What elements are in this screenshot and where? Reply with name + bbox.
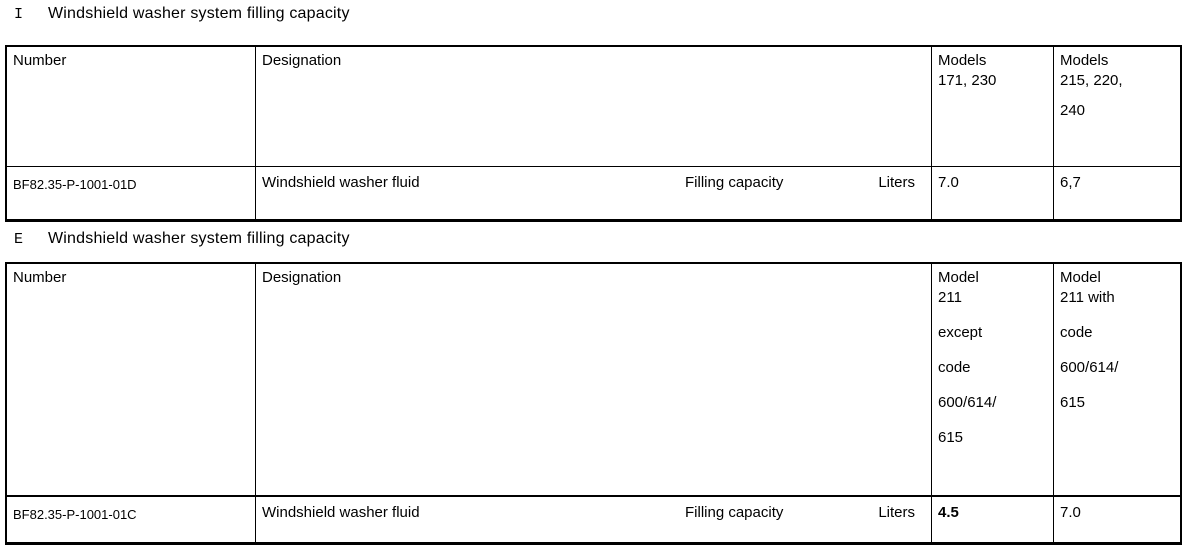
value-left-cell: 7.0 [932,167,1054,219]
header-line: Models [1060,52,1109,69]
header-line: 600/614/ [1060,359,1119,376]
capacity-value: 4.5 [938,504,959,521]
designation-cell: Windshield washer fluid Filling capacity… [256,497,932,542]
value-right-cell: 7.0 [1054,497,1180,542]
attribute-label: Filling capacity [685,174,784,191]
capacity-value: 7.0 [1060,504,1081,521]
part-number: BF82.35-P-1001-01C [13,507,137,522]
col-header-models-left: Model 211 except code 600/614/ 615 [932,264,1054,497]
col-header-number: Number [7,47,256,167]
header-label: Designation [262,52,342,69]
header-label: Designation [262,269,342,286]
section-title: Windshield washer system filling capacit… [48,5,350,22]
col-header-designation: Designation [256,264,932,497]
capacity-table: Number Designation Model 211 except code… [5,262,1182,545]
section-title: Windshield washer system filling capacit… [48,230,350,247]
attribute-label: Filling capacity [685,504,784,521]
value-right-cell: 6,7 [1054,167,1180,219]
header-line: except [938,324,983,341]
part-number-cell: BF82.35-P-1001-01D [7,167,256,219]
header-line: Models [938,52,987,69]
part-number: BF82.35-P-1001-01D [13,177,137,192]
capacity-value: 7.0 [938,174,959,191]
designation-text: Windshield washer fluid [262,174,420,191]
header-line: 171, 230 [938,72,997,89]
designation-cell: Windshield washer fluid Filling capacity… [256,167,932,219]
section-prefix: I [14,6,24,23]
col-header-designation: Designation [256,47,932,167]
section-heading: I Windshield washer system filling capac… [14,5,350,23]
header-line: 211 [938,289,962,306]
col-header-models-left: Models 171, 230 [932,47,1054,167]
header-line: 615 [938,429,964,446]
unit-label: Liters [878,504,915,521]
header-line: 600/614/ [938,394,997,411]
capacity-table: Number Designation Models 171, 230 Model… [5,45,1182,222]
unit-label: Liters [878,174,915,191]
header-line: 215, 220, [1060,72,1123,89]
section-prefix: E [14,231,24,248]
value-left-cell: 4.5 [932,497,1054,542]
header-line: Model [938,269,979,286]
section-heading: E Windshield washer system filling capac… [14,230,350,248]
header-line: 240 [1060,102,1086,119]
header-line: code [938,359,971,376]
col-header-models-right: Model 211 with code 600/614/ 615 [1054,264,1180,497]
header-line: 211 with [1060,289,1115,306]
designation-text: Windshield washer fluid [262,504,420,521]
col-header-number: Number [7,264,256,497]
col-header-models-right: Models 215, 220, 240 [1054,47,1180,167]
header-line: Model [1060,269,1101,286]
part-number-cell: BF82.35-P-1001-01C [7,497,256,542]
header-label: Number [13,269,67,286]
header-line: 615 [1060,394,1086,411]
header-label: Number [13,52,67,69]
capacity-value: 6,7 [1060,174,1081,191]
header-line: code [1060,324,1093,341]
